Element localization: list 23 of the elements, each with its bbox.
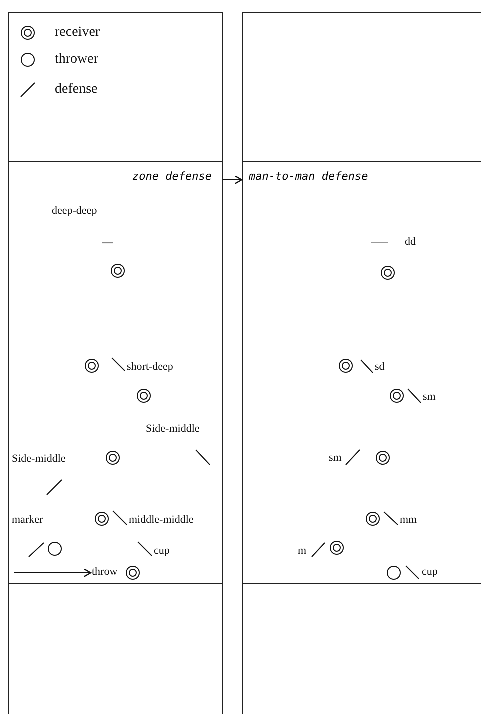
legend-label: receiver: [55, 24, 100, 42]
panel-heading: zone defense: [132, 170, 212, 183]
position-label: Side-middle: [12, 453, 66, 466]
position-label: deep-deep: [52, 205, 98, 218]
position-label: dd: [405, 236, 416, 249]
position-label: short-deep: [127, 361, 174, 374]
legend-label: defense: [55, 81, 98, 99]
arrow: [14, 568, 92, 578]
position-label: sm: [423, 391, 436, 404]
arrow: [223, 175, 243, 185]
position-label: sm: [329, 452, 342, 465]
field-panel: [8, 161, 223, 584]
position-label: m: [298, 545, 307, 558]
position-label: cup: [154, 545, 170, 558]
legend-label: thrower: [55, 51, 99, 69]
position-label: cup: [422, 566, 438, 579]
panel-heading: man-to-man defense: [249, 170, 368, 183]
position-label: sd: [375, 361, 385, 374]
position-label: marker: [12, 514, 44, 527]
position-label: mm: [400, 514, 418, 527]
position-label: Side-middle: [146, 423, 200, 436]
action-label: throw: [92, 566, 118, 579]
position-label: middle-middle: [129, 514, 194, 527]
